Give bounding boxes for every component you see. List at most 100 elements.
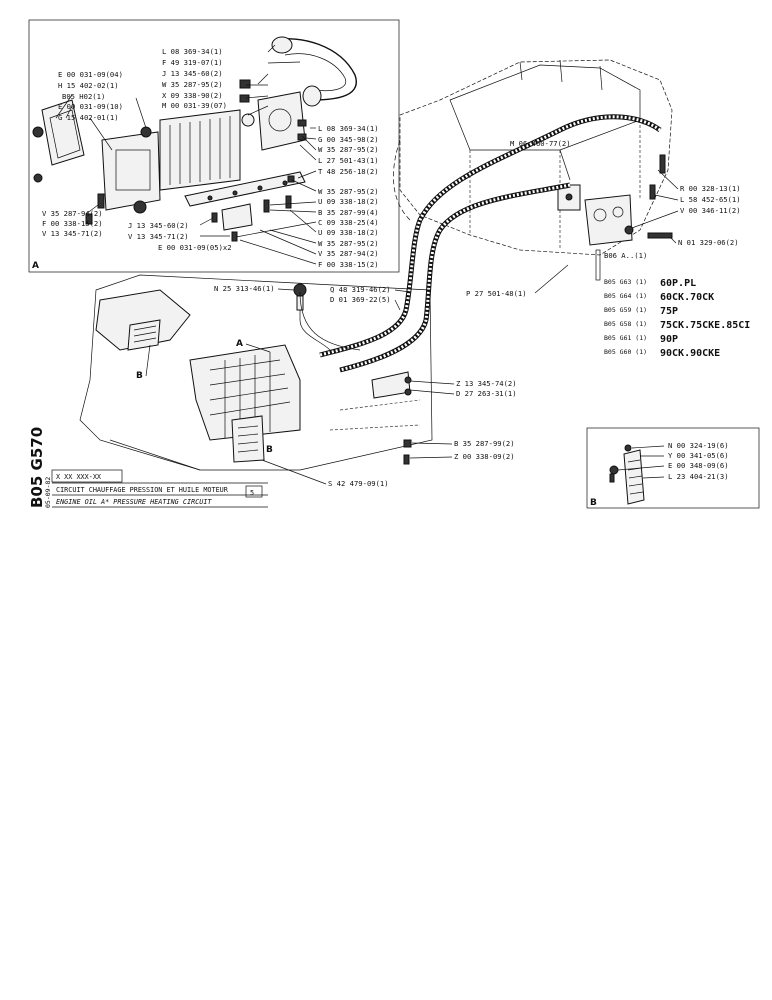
main-labels: N 25 313-46(1) Q 48 319-46(2) D 01 369-2… [136, 264, 569, 488]
part-label: M 00 031-39(07) [162, 101, 227, 110]
part-label: Z 13 345-74(2) [456, 379, 517, 388]
part-label: E 00 031-09(10) [58, 102, 123, 111]
dash-panel [95, 289, 191, 351]
part-label: E 00 031-09(05)x2 [158, 243, 232, 252]
part-label: C 09 338-25(4) [318, 218, 379, 227]
part-label: B 35 287-99(4) [318, 208, 379, 217]
mounting-bracket [184, 171, 306, 207]
model-name: 60P.PL [660, 278, 696, 289]
part-label: W 35 287-95(2) [318, 187, 379, 196]
reference-box: X XX XXX-XX [56, 473, 102, 481]
model-name: 60CK.70CK [660, 292, 714, 303]
date-code: 05-09-82 [44, 477, 52, 508]
part-label: L 27 501-43(1) [318, 156, 379, 165]
part-label: L 23 404-21(3) [668, 472, 729, 481]
part-label: T 48 256-18(2) [318, 167, 379, 176]
title-block: B05 G570 05-09-82 X XX XXX-XX CIRCUIT CH… [28, 427, 268, 508]
part-label: N 00 324-19(6) [668, 441, 729, 450]
part-label: V 00 346-11(2) [680, 206, 741, 215]
part-label: W 35 287-95(2) [318, 145, 379, 154]
part-label: J 13 345-60(2) [128, 221, 189, 230]
panel-a-labels-right: L 08 369-34(1) G 00 345-98(2) W 35 287-9… [318, 124, 379, 269]
model-name: 75P [660, 306, 678, 317]
callout-b: B [136, 371, 143, 381]
vent-grille-left [127, 319, 161, 351]
part-label: J 13 345-60(2) [162, 69, 223, 78]
part-label: W 35 287-95(2) [318, 239, 379, 248]
part-label: L 08 369-34(1) [162, 47, 223, 56]
panel-a-labels-bottom-left: V 35 287-94(2) F 00 338-15(2) V 13 345-7… [42, 209, 103, 238]
part-label: P 27 501-48(1) [466, 289, 527, 298]
panel-a: A [28, 19, 400, 273]
part-label: F 00 338-15(2) [318, 260, 379, 269]
oil-hoses [299, 114, 662, 373]
title-french: CIRCUIT CHAUFFAGE PRESSION ET HUILE MOTE… [56, 486, 229, 494]
callout-b: B [266, 445, 273, 455]
model-name: 90P [660, 334, 678, 345]
air-duct [274, 38, 357, 101]
heater-housing [101, 131, 161, 211]
part-label: F 00 338-15(2) [42, 219, 103, 228]
part-label: S 42 479-09(1) [328, 479, 389, 488]
part-label: L 58 452-65(1) [680, 195, 741, 204]
part-label: V 35 287-94(2) [318, 249, 379, 258]
part-label: Q 48 319-46(2) [330, 285, 391, 294]
part-label: V 13 345-71(2) [128, 232, 189, 241]
part-label: B06 A..(1) [604, 251, 647, 260]
panel-a-labels-top: L 08 369-34(1) F 49 319-07(1) J 13 345-6… [162, 47, 227, 110]
callout-a: A [236, 339, 243, 349]
part-label: L 08 369-34(1) [318, 124, 379, 133]
engine-labels: M 06 460-77(2) R 00 328-13(1) L 58 452-6… [510, 139, 741, 260]
engine-block [393, 59, 673, 281]
part-label: W 35 287-95(2) [162, 80, 223, 89]
model-ref: B05 G60 (1) [604, 348, 647, 356]
vent-grille [231, 415, 265, 463]
banjo-bolt [647, 232, 673, 239]
model-name: 90CK.90CKE [660, 348, 720, 359]
part-label: E 00 031-09(04) [58, 70, 123, 79]
title-badge-frame [245, 485, 263, 498]
panel-a-letter: A [32, 261, 39, 271]
diagram-code: B05 G570 [28, 427, 46, 508]
part-label: E 00 348-09(6) [668, 461, 729, 470]
part-label: B 35 287-99(2) [454, 439, 515, 448]
duct-clamp-bottom [302, 85, 322, 107]
part-label: Z 00 338-09(2) [454, 452, 515, 461]
panel-b-letter: B [590, 498, 597, 508]
part-label: U 09 338-18(2) [318, 228, 379, 237]
model-ref: B05 G58 (1) [604, 320, 647, 328]
title-badge: 5 [250, 489, 254, 497]
part-label: N 01 329-06(2) [678, 238, 739, 247]
control-box [371, 371, 411, 399]
part-label: Y 00 341-05(6) [668, 451, 729, 460]
bolts [85, 175, 295, 242]
panel-a-labels-bottom-mid: J 13 345-60(2) V 13 345-71(2) E 00 031-0… [128, 221, 232, 252]
part-label: G 00 345-98(2) [318, 135, 379, 144]
part-label: D 01 369-22(5) [330, 295, 391, 304]
panel-a-frame [28, 19, 400, 273]
side-bracket [221, 203, 253, 231]
duct-clamp-top [271, 36, 293, 54]
model-ref: B05 G59 (1) [604, 306, 647, 314]
part-label: U 09 338-18(2) [318, 197, 379, 206]
part-label: B05 H02(1) [62, 92, 105, 101]
model-ref: B05 G61 (1) [604, 334, 647, 342]
model-ref: B05 G63 (1) [604, 278, 647, 286]
model-list: B05 G63 (1) 60P.PL B05 G64 (1) 60CK.70CK… [604, 278, 750, 359]
part-label: H 15 402-02(1) [58, 81, 119, 90]
part-label: X 09 338-90(2) [162, 91, 223, 100]
panel-b-frame [586, 427, 760, 509]
panel-a-labels-left: E 00 031-09(04) H 15 402-02(1) B05 H02(1… [58, 70, 123, 122]
oil-filter-housing [584, 194, 633, 246]
model-ref: B05 G64 (1) [604, 292, 647, 300]
part-label: V 35 287-94(2) [42, 209, 103, 218]
part-label: F 49 319-07(1) [162, 58, 223, 67]
part-label: G 15 402-01(1) [58, 113, 119, 122]
part-label: N 25 313-46(1) [214, 284, 275, 293]
part-label: V 13 345-71(2) [42, 229, 103, 238]
part-label: M 06 460-77(2) [510, 139, 571, 148]
panel-b: B N 00 324-19(6) Y 00 341-05(6) E 00 348… [586, 427, 760, 509]
model-name: 75CK.75CKE.85CI [660, 320, 750, 331]
part-label: D 27 263-31(1) [456, 389, 517, 398]
